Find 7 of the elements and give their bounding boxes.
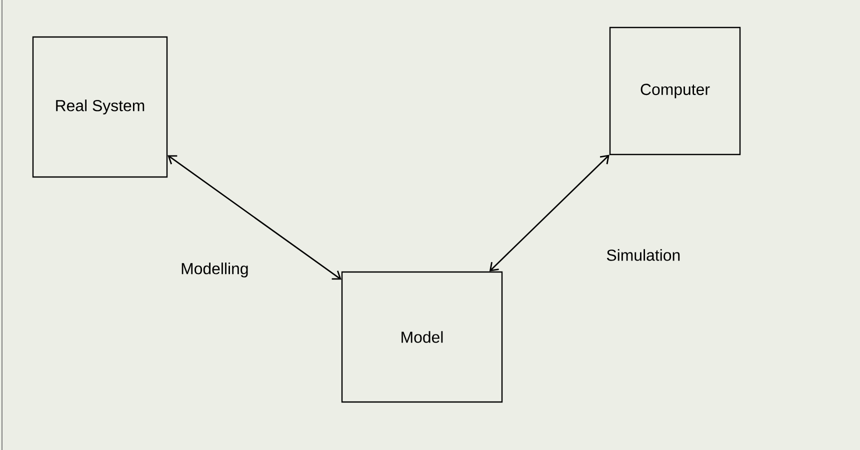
edge-label: Simulation [606, 249, 680, 261]
box: Computer [609, 26, 741, 156]
arrow [168, 155, 342, 280]
arrow [489, 154, 610, 272]
box: Real System [32, 36, 168, 178]
edge-label: Modelling [182, 262, 248, 278]
box: Model [341, 271, 503, 403]
